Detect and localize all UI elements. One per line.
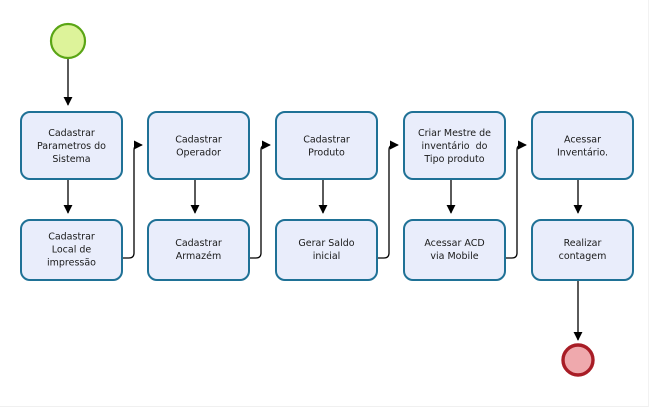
node-n4-line-1: Armazém (176, 251, 221, 262)
node-n6-line-1: inicial (313, 251, 341, 262)
node-n6-box[interactable] (275, 219, 378, 281)
node-n9-line-0: Acessar (564, 135, 601, 146)
node-n2-line-2: impressão (47, 258, 96, 269)
node-n5[interactable]: Cadastrar Produto (275, 111, 378, 180)
end-event[interactable] (561, 343, 595, 377)
node-n2-line-1: Local de (52, 245, 92, 256)
node-n10-line-0: Realizar (564, 238, 602, 249)
edge-layer (63, 59, 583, 341)
start-event[interactable] (49, 22, 87, 60)
node-n9-line-1: Inventário. (557, 148, 608, 159)
node-n2[interactable]: Cadastrar Local de impressão (20, 219, 123, 281)
node-n9-box[interactable] (531, 111, 634, 180)
node-n5-line-1: Produto (308, 148, 345, 159)
node-n8-line-0: Acessar ACD (424, 238, 484, 249)
node-n3-box[interactable] (147, 111, 250, 180)
edge-n4-to-n5 (249, 140, 271, 259)
node-n2-line-0: Cadastrar (48, 232, 95, 243)
node-n2-box[interactable] (20, 219, 123, 281)
node-n10-line-1: contagem (559, 251, 607, 262)
node-n7-line-0: Criar Mestre de (418, 128, 491, 139)
node-n4[interactable]: Cadastrar Armazém (147, 219, 250, 281)
node-n1[interactable]: Cadastrar Parametros do Sistema (20, 111, 123, 180)
node-n9[interactable]: Acessar Inventário. (531, 111, 634, 180)
node-n4-line-0: Cadastrar (175, 238, 222, 249)
node-n5-box[interactable] (275, 111, 378, 180)
node-n3[interactable]: Cadastrar Operador (147, 111, 250, 180)
node-n8-line-1: via Mobile (430, 251, 478, 262)
node-n1-line-1: Parametros do (37, 141, 106, 152)
node-n1-line-2: Sistema (52, 154, 90, 165)
node-n6-line-0: Gerar Saldo (298, 238, 354, 249)
node-n7-line-1: inventário do (422, 141, 488, 152)
node-n1-line-0: Cadastrar (48, 128, 95, 139)
node-n8-box[interactable] (403, 219, 506, 281)
node-n10[interactable]: Realizar contagem (531, 219, 634, 281)
edge-n2-to-n3 (122, 140, 143, 259)
node-n3-line-1: Operador (176, 148, 221, 159)
edge-n8-to-n9 (505, 140, 527, 259)
node-n3-line-0: Cadastrar (175, 135, 222, 146)
node-n8[interactable]: Acessar ACD via Mobile (403, 219, 506, 281)
node-n4-box[interactable] (147, 219, 250, 281)
node-n7-line-2: Tipo produto (423, 154, 484, 165)
node-n7[interactable]: Criar Mestre de inventário do Tipo produ… (403, 111, 506, 180)
node-n7-box[interactable] (403, 111, 506, 180)
node-n10-box[interactable] (531, 219, 634, 281)
node-n5-line-0: Cadastrar (303, 135, 350, 146)
edge-n6-to-n7 (377, 140, 399, 259)
node-n6[interactable]: Gerar Saldo inicial (275, 219, 378, 281)
node-n1-box[interactable] (20, 111, 123, 180)
